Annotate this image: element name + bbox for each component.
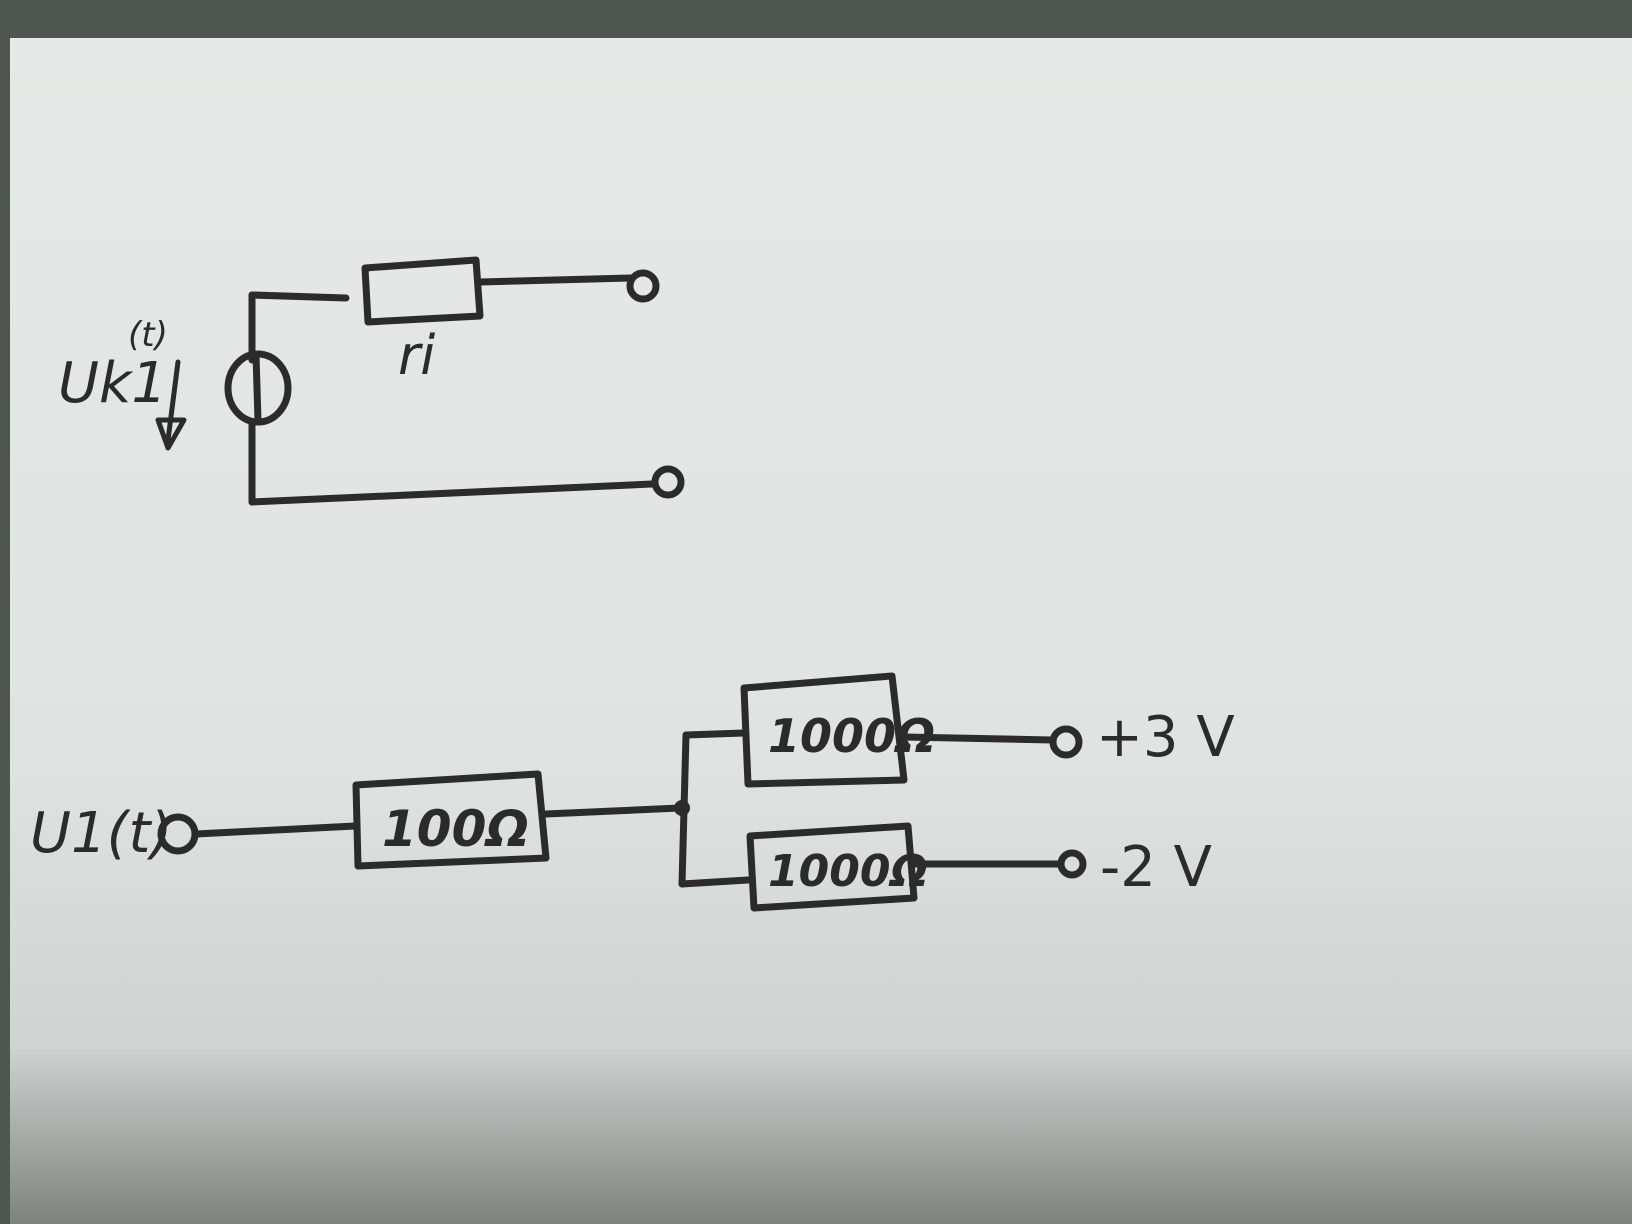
internal-resistor-label: ri (398, 324, 435, 387)
top-circuit: (t) Uk1 ri (58, 256, 685, 506)
top-wire-to-resistor (248, 291, 350, 302)
lower-branch-wire (678, 876, 752, 888)
input-voltage-label: U1(t) (30, 801, 172, 866)
paper-sheet (10, 38, 1632, 1224)
lower-resistor (746, 822, 918, 912)
bottom-output-terminal (651, 465, 685, 499)
junction-wire (542, 804, 684, 818)
bottom-wire (248, 480, 656, 506)
upper-resistor (740, 672, 908, 788)
lower-resistor-label: 1000Ω (768, 846, 928, 897)
voltage-arrow (165, 359, 181, 443)
lower-terminal (1057, 849, 1087, 879)
upper-terminal-voltage: +3 V (1096, 705, 1235, 770)
upper-terminal-wire (900, 733, 1056, 744)
top-wire-to-terminal (476, 274, 634, 286)
series-resistor (352, 770, 550, 870)
source-voltage-suffix: (t) (128, 315, 168, 355)
source-voltage-label: Uk1 (58, 351, 167, 416)
input-wire (192, 822, 359, 838)
upper-terminal (1049, 725, 1083, 759)
bottom-circuit: U1(t) 100Ω 1000Ω +3 V 1000Ω -2 V (30, 672, 1235, 912)
voltage-arrowhead (155, 417, 187, 451)
top-output-terminal (626, 269, 660, 303)
voltage-source-line (252, 351, 262, 425)
internal-resistor (361, 256, 484, 326)
upper-branch-wire (682, 729, 748, 739)
lower-terminal-voltage: -2 V (1100, 835, 1212, 900)
series-resistor-label: 100Ω (382, 800, 529, 858)
branch-vertical-wire (678, 731, 690, 888)
